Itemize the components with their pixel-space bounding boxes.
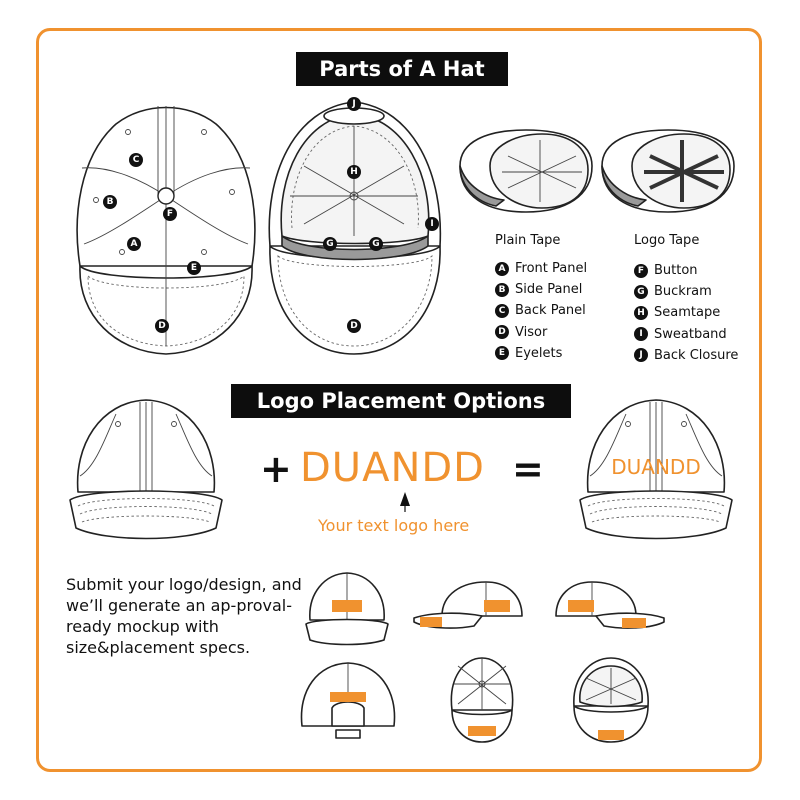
logo-tape-illustration [601, 129, 735, 213]
mockup-left-side-view [413, 581, 523, 629]
page-frame [36, 28, 762, 772]
svg-text:I: I [430, 219, 433, 229]
svg-text:F: F [167, 209, 173, 219]
svg-text:E: E [191, 263, 197, 273]
badge-i-under: I [425, 217, 439, 231]
equals-sign: = [512, 447, 544, 491]
svg-text:G: G [326, 239, 333, 249]
hat-underside-illustration: J H G G I D [268, 97, 442, 355]
svg-text:A: A [131, 239, 138, 249]
mockup-right-side-view [555, 581, 665, 629]
placement-title: Logo Placement Options [231, 384, 571, 418]
submit-instructions: Submit your logo/design, and we’ll gener… [66, 575, 302, 657]
mockup-underside-view [573, 657, 649, 743]
badge-d-under: D [347, 319, 361, 333]
badge-h-under: H [347, 165, 361, 179]
hat-top-view-illustration: C B F A E D [76, 106, 256, 355]
svg-text:H: H [350, 167, 358, 177]
badge-c-top: C [129, 153, 143, 167]
badge-f-top: F [163, 207, 177, 221]
svg-text:J: J [351, 99, 355, 109]
logo-tape-label: Logo Tape [634, 233, 700, 248]
logo-text-sample: DUANDD [300, 445, 485, 491]
branded-front-hat-illustration: DUANDD [579, 399, 733, 540]
badge-g-left-under: G [323, 237, 337, 251]
badge-e-top: E [187, 261, 201, 275]
badge-d-top: D [155, 319, 169, 333]
plain-front-hat-illustration [69, 399, 223, 540]
badge-b-top: B [103, 195, 117, 209]
mockup-front-view [305, 572, 389, 646]
plain-tape-label: Plain Tape [495, 233, 561, 248]
parts-title: Parts of A Hat [296, 52, 508, 86]
svg-text:G: G [372, 239, 379, 249]
plus-sign: + [260, 447, 292, 491]
pointer-arrow-icon [400, 492, 410, 512]
svg-text:D: D [158, 321, 165, 331]
branded-logo-text: DUANDD [611, 455, 700, 479]
plain-tape-illustration [459, 129, 593, 213]
mockup-back-view [300, 662, 396, 739]
mockup-top-view [450, 657, 514, 743]
badge-g-right-under: G [369, 237, 383, 251]
svg-text:B: B [107, 197, 114, 207]
logo-hint: Your text logo here [318, 516, 470, 535]
badge-a-top: A [127, 237, 141, 251]
svg-text:C: C [133, 155, 140, 165]
svg-text:D: D [350, 321, 357, 331]
badge-j-under: J [347, 97, 361, 111]
